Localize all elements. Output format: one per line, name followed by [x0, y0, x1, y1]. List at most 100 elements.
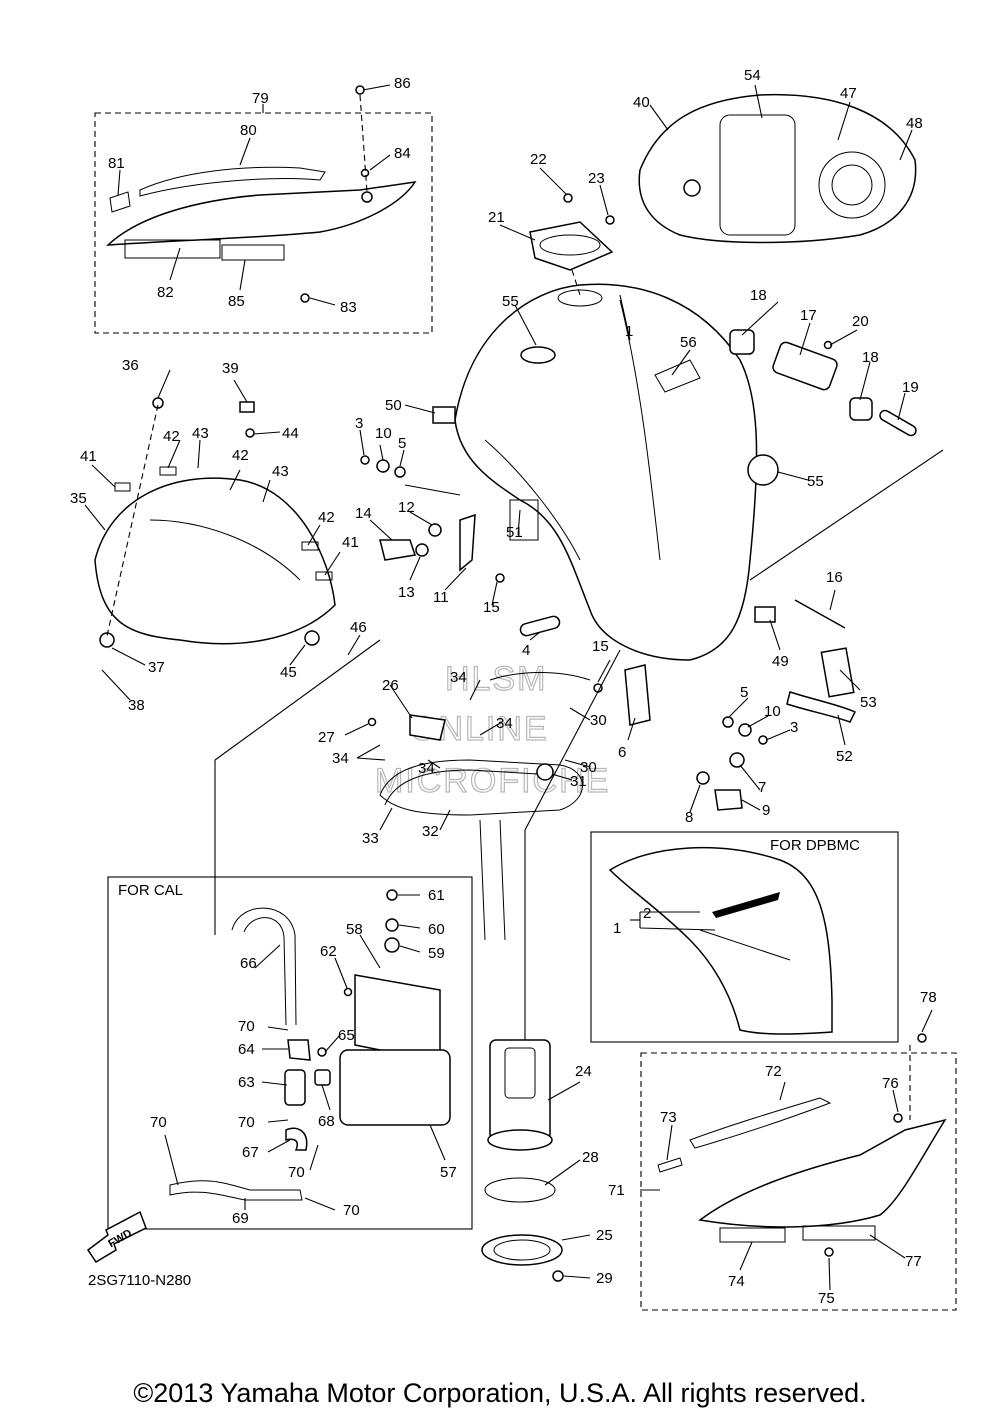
callout-3a: 3 [355, 415, 363, 432]
callout-21: 21 [488, 209, 505, 226]
box-side-cover-set [94, 112, 433, 334]
diagram-code: 2SG7110-N280 [88, 1272, 192, 1289]
callout-75: 75 [818, 1290, 835, 1307]
callout-53: 53 [860, 694, 877, 711]
callout-33: 33 [362, 830, 379, 847]
callout-11: 11 [433, 589, 449, 606]
callout-43a: 43 [192, 425, 209, 442]
callout-labels: 79 80 81 82 85 83 84 86 54 40 47 48 22 2… [70, 67, 937, 1307]
callout-4: 4 [522, 642, 530, 659]
callout-58: 58 [346, 921, 363, 938]
callout-70c: 70 [150, 1114, 167, 1131]
callout-10a: 10 [375, 425, 392, 442]
callout-15a: 15 [483, 599, 500, 616]
callout-84: 84 [394, 145, 411, 162]
watermark: HLSM ONLINE MICROFICHE [374, 659, 609, 800]
callout-46: 46 [350, 619, 367, 636]
callout-45: 45 [280, 664, 297, 681]
callout-23: 23 [588, 170, 605, 187]
callout-70d: 70 [288, 1164, 305, 1181]
callout-1: 1 [625, 323, 633, 340]
callout-19: 19 [902, 379, 919, 396]
callout-47: 47 [840, 85, 857, 102]
callout-8: 8 [685, 809, 693, 826]
callout-60: 60 [428, 921, 445, 938]
callout-77: 77 [905, 1253, 922, 1270]
callout-41a: 41 [80, 448, 97, 465]
callout-51: 51 [506, 524, 523, 541]
callout-43b: 43 [272, 463, 289, 480]
callout-62: 62 [320, 943, 337, 960]
fuel-hoses [367, 672, 591, 941]
copyright-notice: ©2013 Yamaha Motor Corporation, U.S.A. A… [133, 1378, 867, 1408]
callout-32: 32 [422, 823, 439, 840]
callout-63: 63 [238, 1074, 255, 1091]
box-for-cal-title: FOR CAL [118, 882, 183, 899]
fuel-tank-inner [638, 93, 917, 244]
callout-34a: 34 [450, 669, 467, 686]
callout-40: 40 [633, 94, 650, 111]
callout-34c: 34 [332, 750, 349, 767]
callout-18b: 18 [862, 349, 879, 366]
callout-31: 31 [570, 773, 587, 790]
callout-18a: 18 [750, 287, 767, 304]
callout-86: 86 [394, 75, 411, 92]
callout-70e: 70 [343, 1202, 360, 1219]
callout-80: 80 [240, 122, 257, 139]
callout-82: 82 [157, 284, 174, 301]
callout-30b: 30 [580, 759, 597, 776]
callout-20: 20 [852, 313, 869, 330]
callout-16: 16 [826, 569, 843, 586]
callout-50: 50 [385, 397, 402, 414]
callout-72: 72 [765, 1063, 782, 1080]
callout-59: 59 [428, 945, 445, 962]
callout-65: 65 [338, 1027, 355, 1044]
callout-52: 52 [836, 748, 853, 765]
callout-70a: 70 [238, 1018, 255, 1035]
callout-37: 37 [148, 659, 165, 676]
side-cover-upper [105, 85, 417, 303]
callout-68: 68 [318, 1113, 335, 1130]
fuel-tank [454, 283, 779, 661]
callout-56: 56 [680, 334, 697, 351]
callout-24: 24 [575, 1063, 592, 1080]
callout-55a: 55 [502, 293, 519, 310]
box-for-dpbmc [590, 831, 899, 1043]
callout-14: 14 [355, 505, 372, 522]
front-cover [94, 397, 336, 648]
pump-assembly-17 [729, 329, 917, 437]
callout-57: 57 [440, 1164, 457, 1181]
callout-22: 22 [530, 151, 547, 168]
fwd-arrow: FWD [86, 1210, 147, 1264]
rear-right-parts [654, 359, 857, 723]
callout-7: 7 [758, 779, 766, 796]
callout-79: 79 [252, 90, 269, 107]
callout-55b: 55 [807, 473, 824, 490]
filler-cap [529, 193, 615, 271]
callout-34b: 34 [496, 715, 513, 732]
callout-42b: 42 [232, 447, 249, 464]
callout-78: 78 [920, 989, 937, 1006]
callout-3b: 3 [790, 719, 798, 736]
callout-29: 29 [596, 1270, 613, 1287]
callout-44: 44 [282, 425, 299, 442]
callout-48: 48 [906, 115, 923, 132]
callout-17: 17 [800, 307, 817, 324]
callout-83: 83 [340, 299, 357, 316]
callout-28: 28 [582, 1149, 599, 1166]
mount-brackets [360, 406, 561, 637]
callout-2: 2 [643, 905, 651, 922]
callout-76: 76 [882, 1075, 899, 1092]
dpbmc-tank-graphic [608, 846, 833, 1035]
leader-lines [84, 84, 944, 1291]
callout-5a: 5 [398, 435, 406, 452]
callout-64: 64 [238, 1041, 255, 1058]
callout-34d: 34 [418, 760, 435, 777]
callout-67: 67 [242, 1144, 259, 1161]
callout-54: 54 [744, 67, 761, 84]
callout-73: 73 [660, 1109, 677, 1126]
callout-25: 25 [596, 1227, 613, 1244]
box-side-cover-set-2 [640, 1052, 957, 1311]
callout-41b: 41 [342, 534, 359, 551]
